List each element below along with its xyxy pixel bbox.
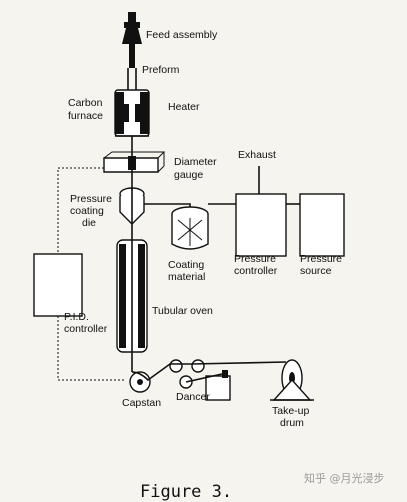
- label-pressure-source-1: Pressure: [300, 253, 342, 265]
- capstan: [129, 371, 151, 393]
- feed-assembly: [122, 12, 142, 68]
- label-coating-word: Coating: [168, 259, 204, 271]
- label-pressure: Pressure: [70, 193, 112, 205]
- carbon-furnace: [114, 89, 150, 137]
- fiber-path: [131, 361, 287, 382]
- label-material: material: [168, 271, 205, 283]
- capstan-control-line: [57, 316, 126, 381]
- label-heater: Heater: [168, 101, 200, 113]
- label-tubular-oven: Tubular oven: [152, 305, 213, 317]
- label-gauge: gauge: [174, 169, 203, 181]
- label-pressure-source-2: source: [300, 265, 332, 277]
- label-pid-2: controller: [64, 323, 108, 335]
- figure-caption: Figure 3.: [140, 482, 232, 502]
- gauge-signal-line: [57, 167, 104, 254]
- label-preform: Preform: [142, 64, 180, 76]
- diameter-gauge: [103, 151, 166, 173]
- dancer: [169, 359, 231, 401]
- label-pressure-controller-2: controller: [234, 265, 278, 277]
- label-die: die: [82, 217, 96, 229]
- label-dancer: Dancer: [176, 391, 210, 403]
- label-diameter: Diameter: [174, 156, 217, 168]
- pressure-coating-die: [119, 187, 145, 230]
- label-capstan: Capstan: [122, 397, 161, 409]
- watermark: 知乎 @月光浸步: [304, 471, 385, 485]
- take-up-drum: [270, 359, 314, 401]
- label-carbon: Carbon: [68, 97, 103, 109]
- label-pressure-controller-1: Pressure: [234, 253, 276, 265]
- feed-pipe: [144, 203, 191, 207]
- label-feed-assembly: Feed assembly: [146, 29, 218, 41]
- label-furnace: furnace: [68, 110, 103, 122]
- label-pid-1: P.I.D.: [64, 311, 89, 323]
- tubular-oven: [116, 230, 148, 372]
- pressure-source-box: [299, 193, 345, 257]
- label-exhaust: Exhaust: [238, 149, 276, 161]
- label-coating: coating: [70, 205, 104, 217]
- label-takeup-2: drum: [280, 417, 304, 429]
- label-takeup-1: Take-up: [272, 405, 310, 417]
- pressure-controller-box: [235, 193, 287, 257]
- coating-material-container: [171, 206, 209, 250]
- pid-controller-box: [33, 253, 83, 317]
